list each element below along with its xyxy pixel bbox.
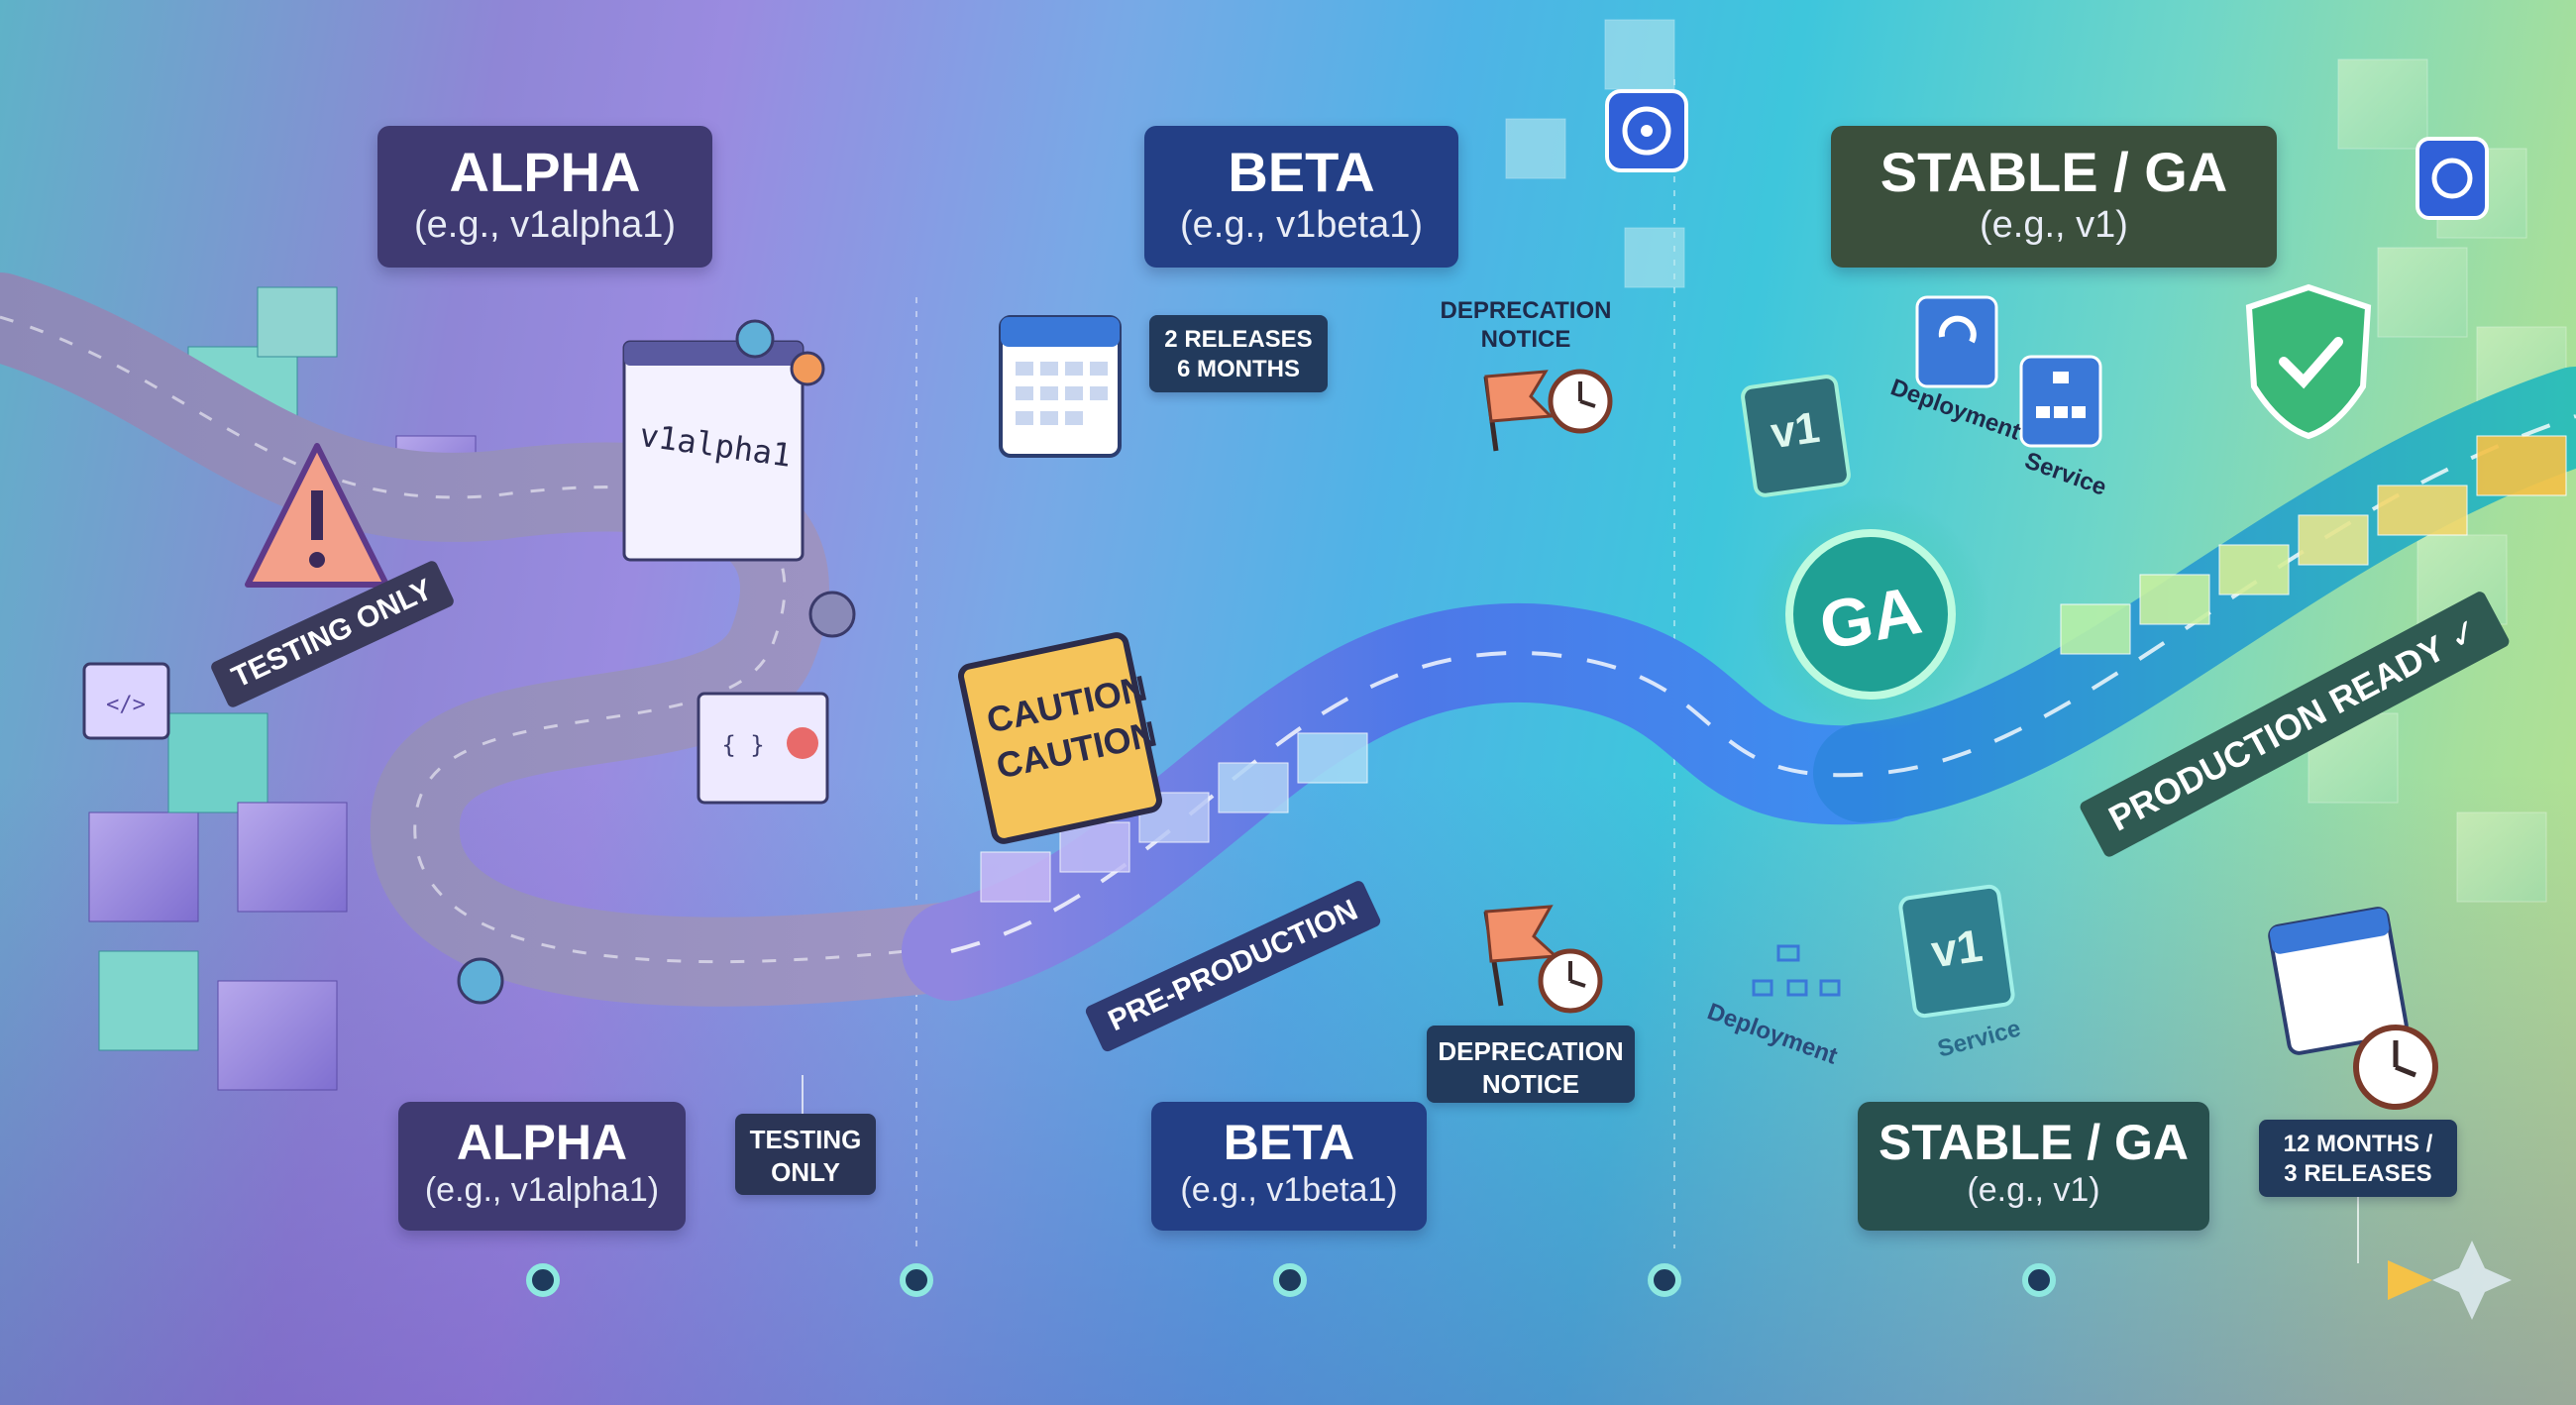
deprecation-notice-top: DEPRECATION NOTICE [1427,297,1625,355]
sparkle-icon [2432,1241,2512,1320]
v1-card-bottom [1898,884,2015,1019]
stage-subtitle: (e.g., v1) [1980,204,2128,246]
tag-line: TESTING [749,1125,862,1154]
tag-line: NOTICE [1481,1068,1580,1099]
calendar-icon-bottom [2268,907,2409,1055]
flag-icon [1483,370,1555,452]
stage-title: STABLE / GA [1879,141,2228,203]
svg-text:{ }: { } [721,731,764,759]
clock-icon-bottom [1538,948,1603,1014]
stage-title: STABLE / GA [1878,1115,2189,1170]
stage-subtitle: (e.g., v1alpha1) [424,1171,660,1209]
stage-subtitle: (e.g., v1) [1967,1171,2100,1209]
clock-icon [1548,369,1613,434]
text-line: NOTICE [1480,325,1571,353]
stage-title: BETA [1228,141,1375,203]
background-cubes [1505,19,2567,903]
text-line: DEPRECATION [1440,297,1612,324]
clock-icon-stable [2353,1025,2438,1110]
ga-badge [1752,495,1989,733]
deployment-icon-bottom [1752,944,1841,997]
stage-subtitle: (e.g., v1alpha1) [413,204,677,246]
shield-check-icon [2245,283,2372,440]
svg-text:</>: </> [106,693,146,717]
kubernetes-icon [1605,89,1688,172]
tag-line: 2 RELEASES [1164,326,1313,353]
deprecation-notice-bottom: DEPRECATION NOTICE [1427,1026,1635,1103]
deployment-icon [1915,295,1998,388]
stage-title: ALPHA [449,141,641,203]
tag-line: 6 MONTHS [1176,356,1300,382]
stage-subtitle: (e.g., v1beta1) [1180,1171,1398,1209]
flag-icon-bottom [1483,905,1559,1007]
v1-card-top [1741,375,1851,497]
code-window-2: { } [697,692,829,805]
stage-label-beta-top: BETA (e.g., v1beta1) [1144,126,1458,268]
alpha-cubes [88,286,477,1091]
kubernetes-icon-2 [2415,137,2489,220]
stage-label-alpha-bottom: ALPHA (e.g., v1alpha1) [398,1102,686,1231]
stage-title: BETA [1223,1115,1355,1170]
timeline-nodes [526,1263,2056,1297]
stage-label-stable-bottom: STABLE / GA (e.g., v1) [1858,1102,2209,1231]
warning-icon [245,443,389,588]
tag-line: DEPRECATION [1438,1036,1624,1066]
tag-line: 3 RELEASES [2284,1160,2432,1187]
gear-icon [457,319,856,1005]
code-icon: </> [82,662,170,740]
stage-label-alpha-top: ALPHA (e.g., v1alpha1) [377,126,712,268]
ga-tiles [2060,435,2567,655]
stage-label-beta-bottom: BETA (e.g., v1beta1) [1151,1102,1427,1231]
stage-subtitle: (e.g., v1beta1) [1179,204,1424,246]
tag-line: ONLY [771,1156,840,1187]
timeline-arrow [2388,1260,2432,1300]
stage-title: ALPHA [456,1115,628,1170]
service-icon [2019,355,2102,448]
caution-sign [958,632,1162,844]
stage-label-stable-top: STABLE / GA (e.g., v1) [1831,126,2277,268]
testing-only-tag: TESTING ONLY [735,1114,876,1195]
beta-duration-tag: 2 RELEASES 6 MONTHS [1149,315,1328,392]
tag-line: 12 MONTHS / [2283,1131,2433,1157]
calendar-icon [999,315,1122,458]
stable-period-tag: 12 MONTHS / 3 RELEASES [2259,1120,2457,1197]
